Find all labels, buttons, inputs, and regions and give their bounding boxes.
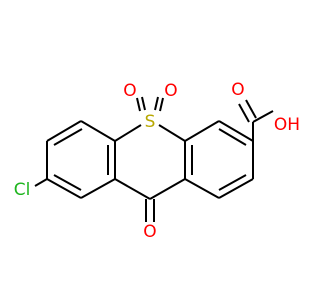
bond-inner	[53, 128, 83, 146]
bond-s-o	[136, 97, 141, 112]
bond-c-oh	[252, 110, 274, 123]
ketone-oxygen-label: O	[143, 222, 156, 242]
structure-svg: S O O O Cl O OH	[14, 80, 300, 242]
bond	[218, 120, 254, 142]
bond-s-o	[159, 97, 164, 112]
chlorine-atom-label: Cl	[14, 180, 31, 200]
bond-s-o	[154, 96, 159, 111]
bond	[114, 124, 142, 142]
bond-lines	[34, 96, 274, 222]
bond-c-cl	[34, 178, 48, 187]
sulfonyl-oxygen-right-label: O	[164, 81, 177, 101]
bond	[184, 120, 220, 142]
bond-inner	[53, 174, 82, 191]
bond	[158, 124, 186, 142]
bond	[80, 178, 116, 199]
bond-inner	[218, 174, 247, 191]
bond-inner	[218, 128, 247, 146]
bond	[184, 178, 220, 199]
bond	[80, 120, 116, 142]
acid-oxygen-label: O	[231, 80, 244, 100]
bond	[46, 178, 82, 199]
sulfonyl-oxygen-left-label: O	[123, 81, 136, 101]
atom-labels: S O O O Cl O OH	[14, 80, 300, 242]
bond	[114, 178, 151, 200]
bond-s-o	[141, 96, 146, 111]
sulfur-atom-label: S	[145, 112, 156, 132]
bond-c-o	[245, 99, 257, 119]
bond	[46, 120, 82, 142]
acid-hydroxyl-label: OH	[274, 115, 300, 135]
bond-c-o	[238, 103, 250, 123]
bond	[149, 178, 186, 200]
molecule-diagram: S O O O Cl O OH	[14, 80, 300, 242]
bond	[218, 178, 254, 199]
